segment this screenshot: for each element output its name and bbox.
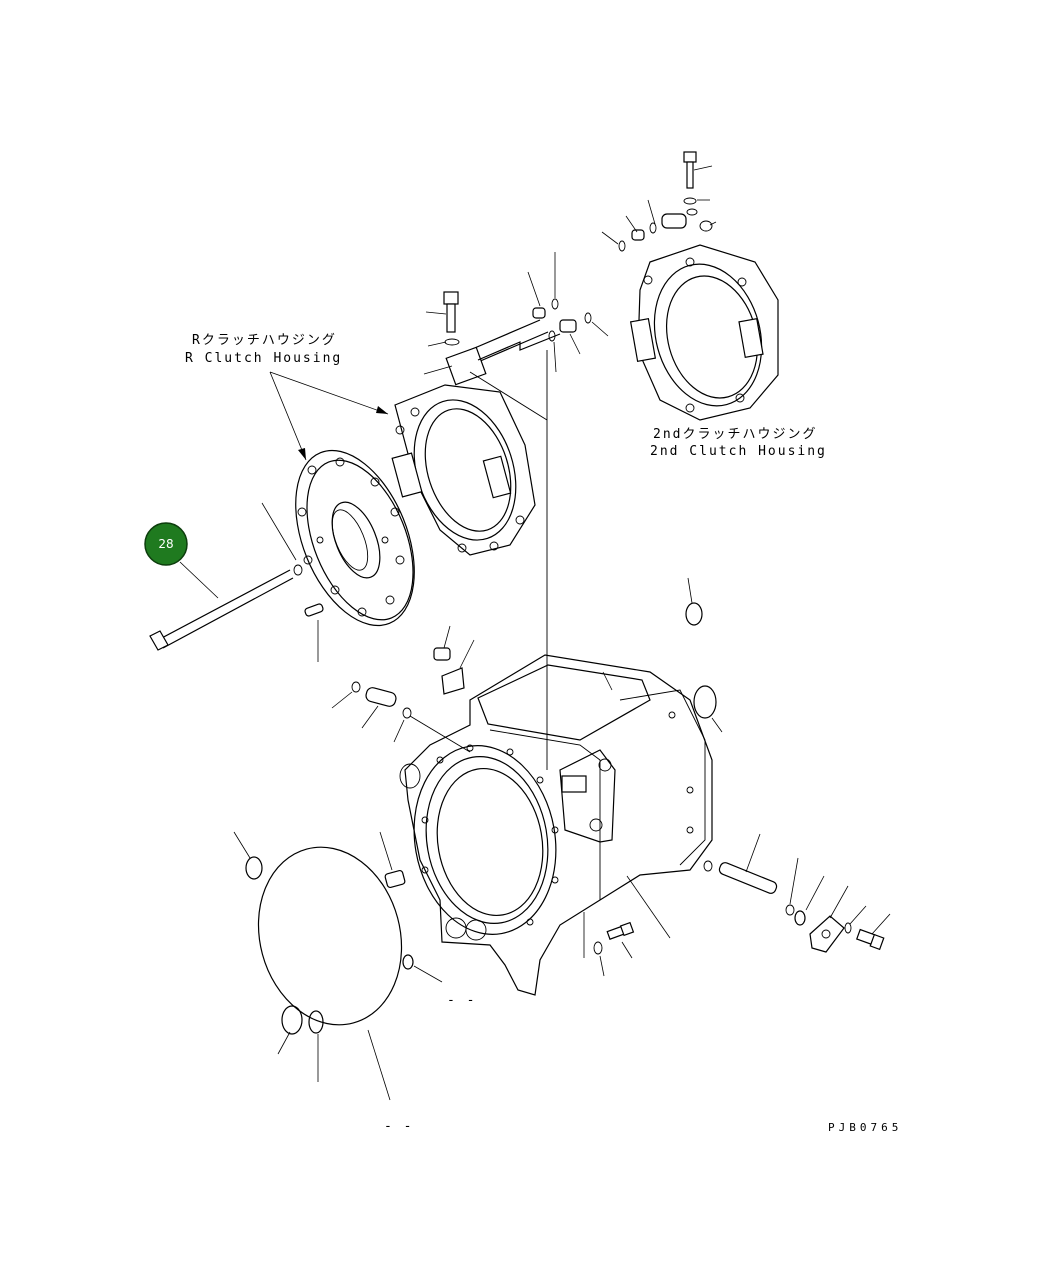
washer-leader — [261, 502, 297, 561]
o-ring-left — [245, 856, 263, 880]
o-ring-middle-leader — [711, 717, 723, 733]
f-leader-5 — [625, 215, 638, 233]
case-leader-bottom — [626, 875, 671, 939]
shaft-leader — [745, 833, 761, 873]
second-housing-fittings — [618, 151, 713, 252]
drawing-code: PJB0765 — [828, 1121, 902, 1134]
r-housing-bolt — [443, 291, 460, 346]
top-fittings — [532, 298, 592, 342]
case-leader-top — [602, 671, 613, 691]
o-ring-pair-leader-1 — [277, 1031, 291, 1055]
o-ring-small-leader — [413, 965, 443, 983]
large-gasket — [257, 846, 403, 1026]
f-leader-1 — [693, 165, 713, 171]
second-clutch-housing — [629, 244, 779, 421]
shaft-ring-leader — [789, 857, 799, 905]
f-leader-3 — [709, 221, 717, 226]
o-ring-right-middle — [693, 685, 717, 719]
cover-washer-leader — [849, 905, 867, 925]
r-clutch-label-arrows — [269, 371, 389, 461]
sleeve-and-rings — [351, 681, 412, 719]
callout-28[interactable]: 28 — [144, 522, 188, 566]
f-leader-4 — [647, 199, 656, 225]
o-ring-left-leader — [233, 831, 251, 859]
long-bolt — [149, 564, 303, 651]
bracket-leader — [459, 639, 475, 669]
ring-leader-1 — [331, 691, 353, 709]
cover-plate-small — [809, 915, 885, 953]
r-clutch-housing-label-jp: Rクラッチハウジング — [192, 333, 337, 348]
callout-28-leader — [179, 561, 219, 599]
fitting-leader-1 — [527, 271, 541, 307]
bolt-b-leader — [621, 941, 633, 959]
r-washer-leader — [427, 341, 447, 347]
plug-and-bracket — [433, 647, 465, 695]
plug-leader — [443, 625, 451, 649]
cover-bolt-leader — [871, 913, 891, 935]
dash-marks-1: - - — [447, 993, 476, 1008]
washer-b-leader — [599, 955, 605, 977]
second-clutch-housing-label-jp: 2ndクラッチハウジング — [653, 427, 817, 442]
case-plug-leader — [379, 831, 393, 871]
dowel-pin — [304, 603, 324, 617]
cover-leader — [829, 885, 849, 919]
r-clutch-cover-plate — [295, 449, 415, 627]
r-bolt-leader — [425, 311, 447, 315]
fitting-leader-3 — [569, 333, 581, 355]
o-ring-right-upper — [685, 602, 703, 626]
shaft-pin — [703, 860, 806, 926]
f-leader-6 — [601, 231, 619, 245]
o-ring-small — [402, 954, 414, 970]
dash-marks-2: - - — [384, 1119, 413, 1134]
r-clutch-housing-label-en: R Clutch Housing — [185, 351, 342, 366]
gasket-leader — [367, 1029, 391, 1101]
r-clutch-housing — [391, 384, 536, 556]
second-clutch-housing-label-en: 2nd Clutch Housing — [650, 444, 827, 459]
o-ring-pair — [281, 1005, 324, 1035]
sleeve-leader — [361, 705, 379, 729]
ring-leader-2 — [393, 719, 405, 743]
transmission-case — [399, 654, 713, 996]
tube-assembly — [445, 319, 561, 770]
o-ring-upper-leader — [687, 577, 693, 604]
callout-28-number: 28 — [158, 537, 173, 551]
case-plug — [384, 869, 406, 889]
fitting-leader-5 — [553, 341, 557, 373]
sleeve-guide-line — [409, 715, 471, 753]
fitting-leader-4 — [591, 321, 609, 337]
bottom-bolt — [593, 921, 635, 955]
shaft-oring-leader — [805, 875, 825, 911]
tube-leader — [423, 365, 453, 375]
